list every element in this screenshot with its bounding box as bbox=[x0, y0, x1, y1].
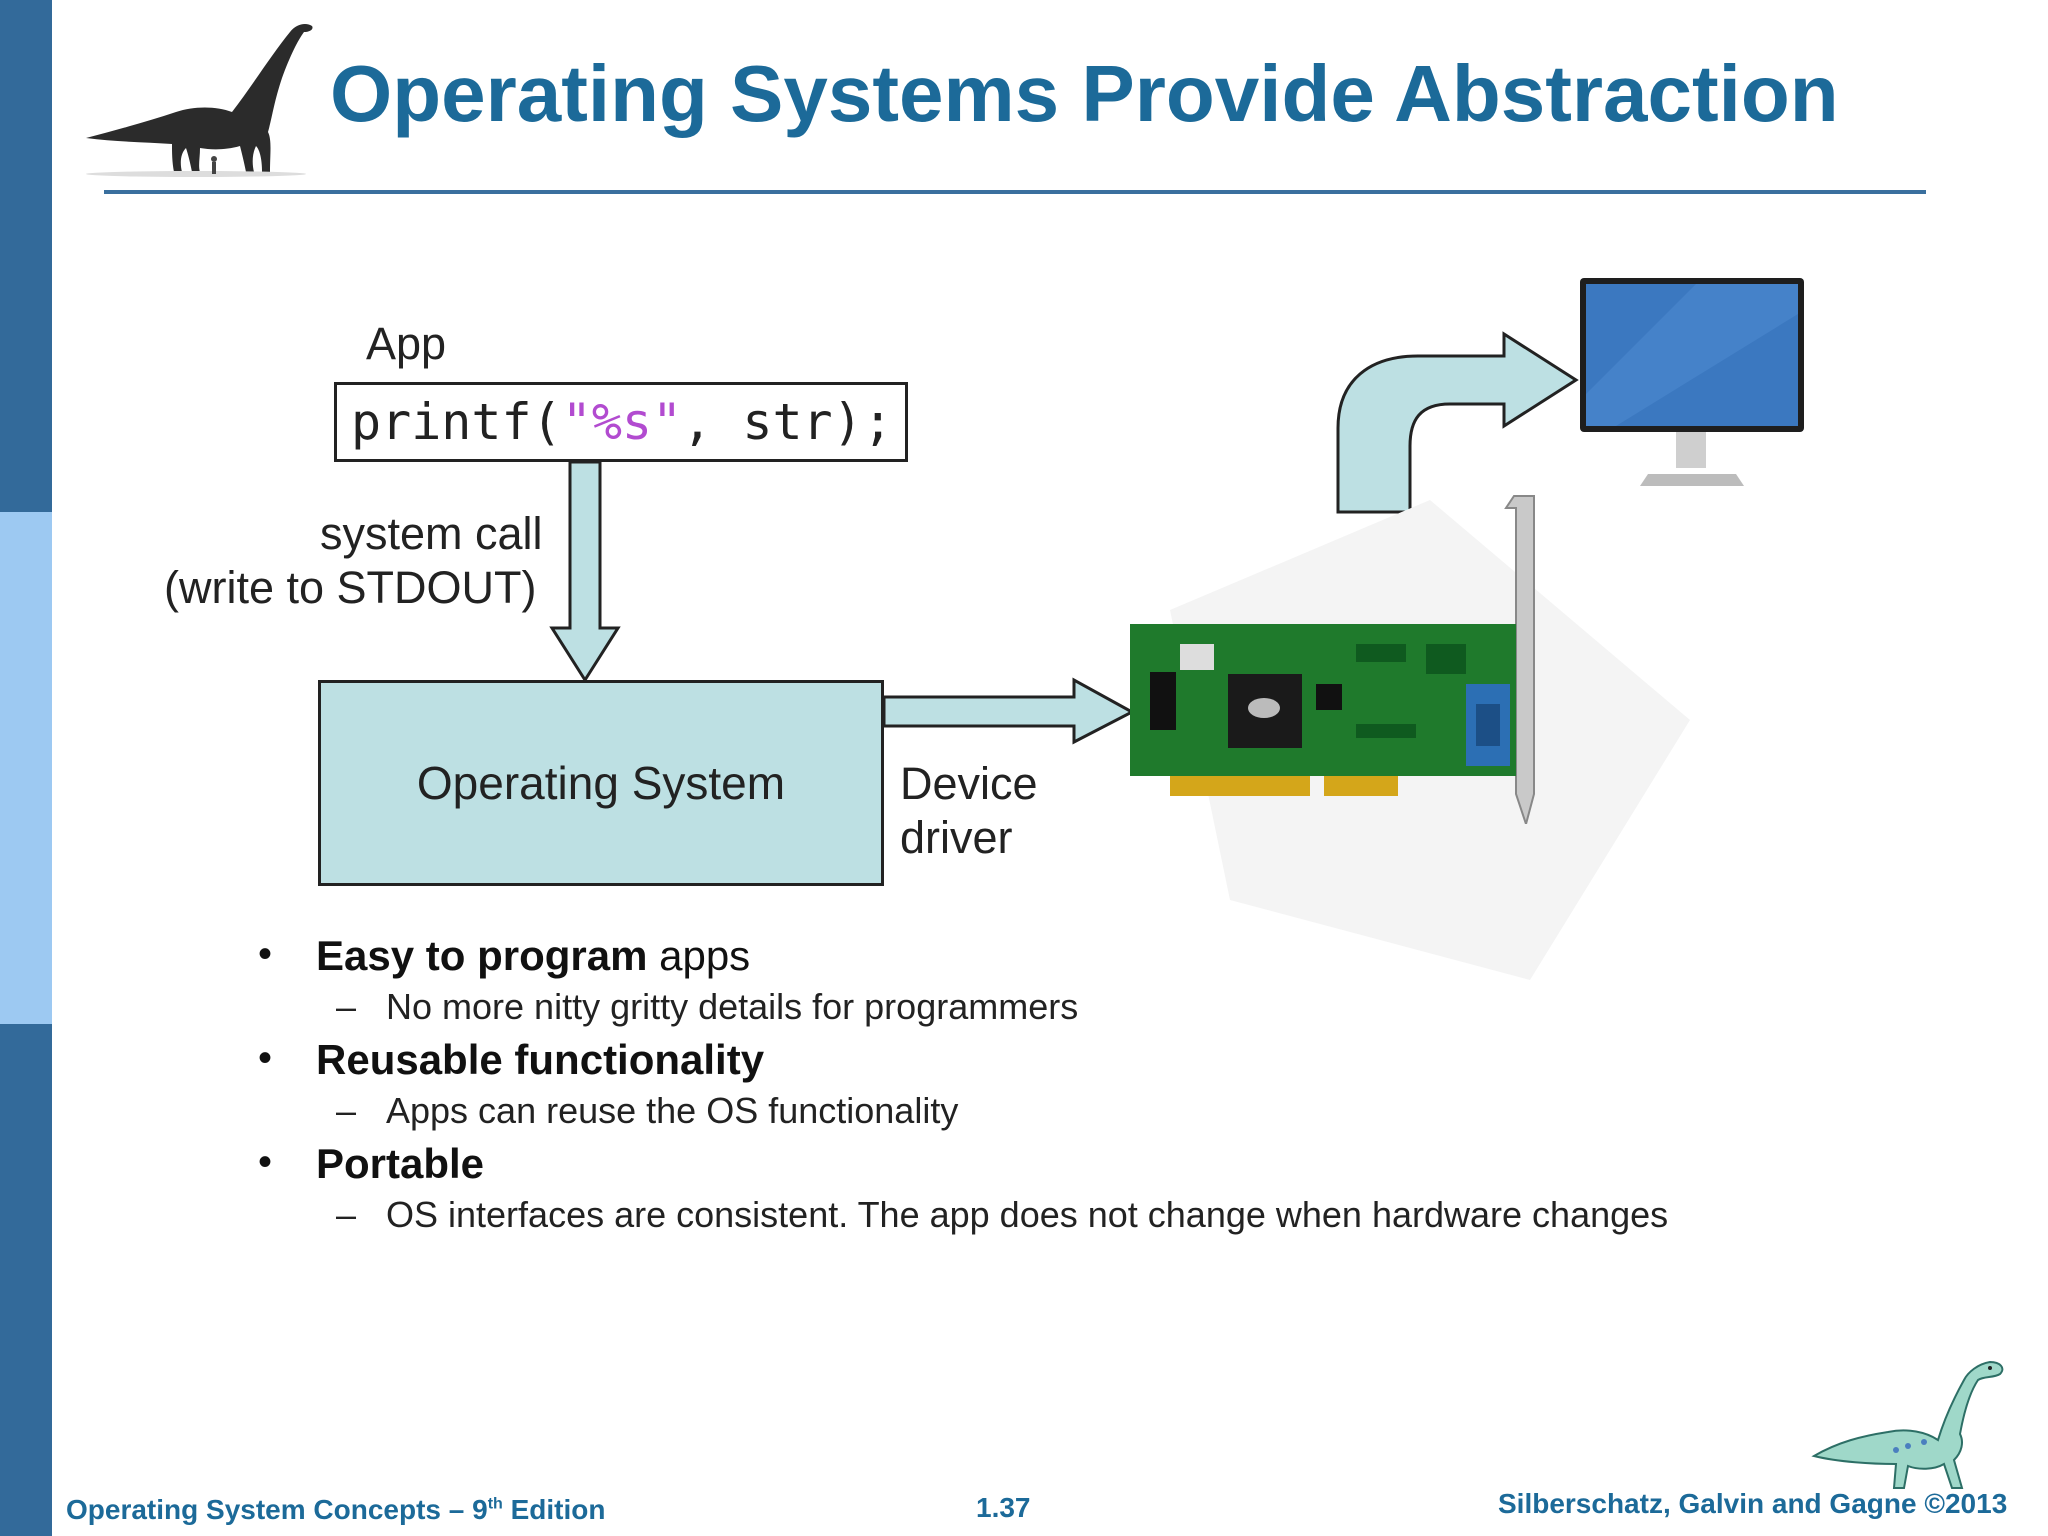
sub-bullet-text: OS interfaces are consistent. The app do… bbox=[386, 1194, 1669, 1235]
syscall-label: system call bbox=[320, 508, 543, 559]
footer-book-text: Operating System Concepts – 9 bbox=[66, 1494, 488, 1525]
device-driver-arrow bbox=[882, 677, 1136, 745]
bullet-dot: • bbox=[258, 1140, 273, 1184]
bullet-dot: • bbox=[258, 1036, 273, 1080]
title-divider bbox=[104, 190, 1926, 194]
code-suffix: , str); bbox=[682, 393, 893, 451]
page-title: Operating Systems Provide Abstraction bbox=[330, 49, 1839, 138]
sub-bullet-item: – OS interfaces are consistent. The app … bbox=[250, 1194, 1850, 1242]
sidebar-bottom bbox=[0, 1024, 52, 1536]
footer-authors: Silberschatz, Galvin and Gagne ©2013 bbox=[1498, 1488, 2008, 1519]
bullet-bold: Portable bbox=[316, 1140, 485, 1187]
sub-bullet-text: Apps can reuse the OS functionality bbox=[386, 1090, 959, 1131]
sub-bullet-dash: – bbox=[336, 1194, 357, 1235]
bullet-rest: apps bbox=[647, 932, 751, 979]
system-call-arrow bbox=[549, 460, 621, 683]
operating-system-box: Operating System bbox=[318, 680, 884, 886]
footer-page-number: 1.37 bbox=[976, 1492, 1031, 1523]
footer-edition-sup: th bbox=[487, 1495, 503, 1513]
brachiosaurus-logo bbox=[86, 24, 313, 177]
sidebar-middle bbox=[0, 512, 52, 1024]
bullet-text: Reusable functionality bbox=[316, 1036, 764, 1084]
bullet-bold: Reusable functionality bbox=[316, 1036, 765, 1083]
code-snippet: printf("%s", str); bbox=[334, 382, 908, 462]
os-label: Operating System bbox=[416, 757, 786, 809]
sub-bullet-item: – No more nitty gritty details for progr… bbox=[250, 986, 1850, 1034]
graphics-card-icon bbox=[1130, 495, 1535, 824]
sub-bullet-item: – Apps can reuse the OS functionality bbox=[250, 1090, 1850, 1138]
output-curve-arrow bbox=[1336, 331, 1579, 514]
bullet-text: Portable bbox=[316, 1140, 484, 1188]
bullet-text: Easy to program apps bbox=[316, 932, 750, 980]
code-string-literal: "%s" bbox=[561, 393, 683, 451]
code-prefix: printf( bbox=[351, 393, 562, 451]
bullet-list: • Easy to program apps – No more nitty g… bbox=[250, 932, 1850, 1244]
footer-book-title: Operating System Concepts – 9th Edition bbox=[66, 1494, 605, 1526]
bullet-bold: Easy to program bbox=[316, 932, 648, 979]
sidebar-top bbox=[0, 0, 52, 512]
syscall-detail: (write to STDOUT) bbox=[164, 562, 537, 613]
sub-bullet-dash: – bbox=[336, 986, 357, 1027]
dinosaur-mascot-icon bbox=[1811, 1360, 2004, 1489]
driver-label-line1: Device bbox=[900, 758, 1038, 809]
app-label: App bbox=[366, 318, 447, 369]
sub-bullet-dash: – bbox=[336, 1090, 357, 1131]
bullet-item: • Portable bbox=[250, 1140, 1850, 1194]
bullet-dot: • bbox=[258, 932, 273, 976]
driver-label-line2: driver bbox=[900, 812, 1013, 863]
footer-edition-word: Edition bbox=[502, 1494, 606, 1525]
sub-bullet-text: No more nitty gritty details for program… bbox=[386, 986, 1079, 1027]
bullet-item: • Reusable functionality bbox=[250, 1036, 1850, 1090]
bullet-item: • Easy to program apps bbox=[250, 932, 1850, 986]
monitor-icon bbox=[1580, 278, 1804, 486]
